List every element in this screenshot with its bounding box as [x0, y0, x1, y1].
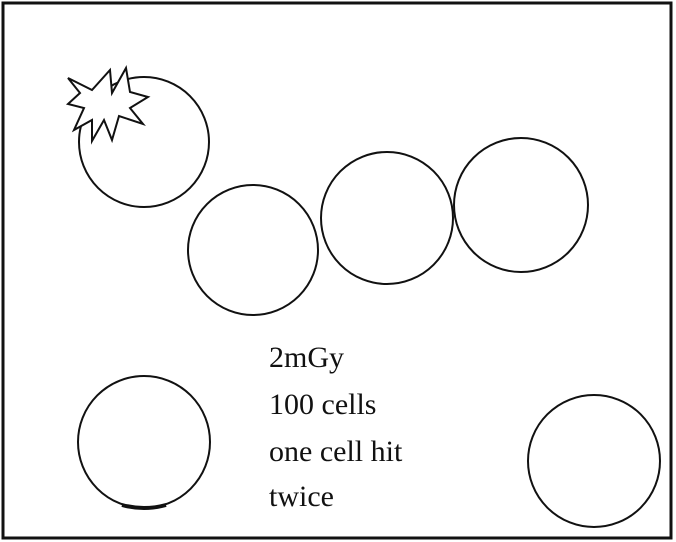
starburst-icon	[65, 65, 151, 145]
cell	[453, 137, 589, 273]
dose-label: 2mGy	[269, 341, 344, 374]
cell-membrane-mark	[121, 503, 167, 510]
cell-count-label: 100 cells	[269, 388, 376, 421]
cell	[187, 184, 319, 316]
hit-description-label: one cell hit	[269, 435, 403, 468]
cell	[77, 375, 211, 509]
cell	[527, 394, 661, 528]
hit-count-label: twice	[269, 480, 334, 513]
cell-hit	[78, 76, 210, 208]
cell	[320, 151, 454, 285]
